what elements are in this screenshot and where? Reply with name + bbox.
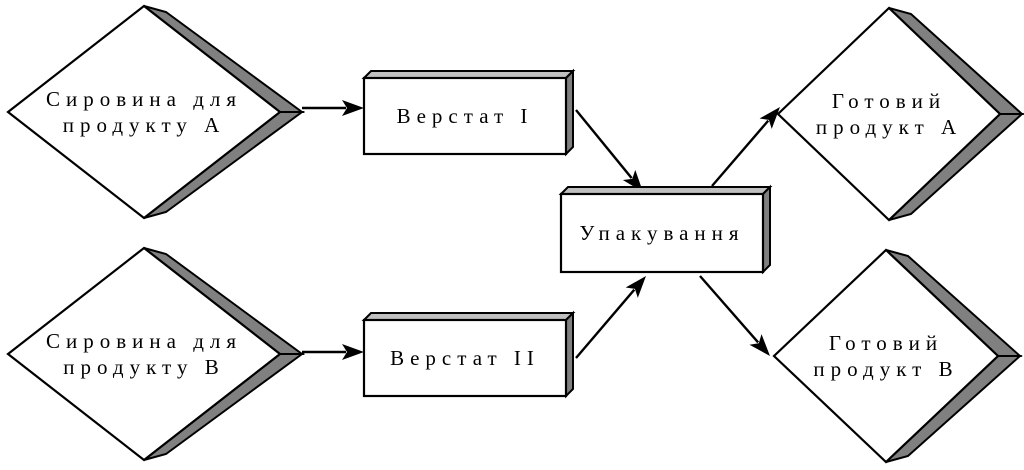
edges-layer [302, 100, 780, 360]
box-face [362, 76, 568, 156]
arrow-shaft [711, 119, 770, 187]
arrow-head [342, 100, 364, 116]
arrow-shaft [699, 275, 760, 344]
node-label-line: Сировина для [46, 87, 242, 111]
node-label-line: продукт А [816, 115, 962, 139]
node-label-line: Готовий [832, 89, 946, 113]
arrow-raw_b-to-machine_2 [302, 344, 364, 360]
box-face [559, 192, 765, 274]
box-face [362, 318, 568, 398]
node-label-line: продукт В [813, 357, 958, 381]
arrow-machine_2-to-packing [575, 276, 646, 359]
arrow-packing-to-product_b [699, 275, 770, 356]
arrow-head [625, 276, 646, 298]
arrow-raw_a-to-machine_1 [302, 100, 364, 116]
arrow-shaft [575, 288, 636, 359]
diamond-face [772, 248, 1000, 464]
node-label-line: Верстат ІІ [390, 346, 540, 370]
node-packing: Упакування [558, 184, 773, 275]
diamond-face [6, 4, 282, 220]
diamond-face [6, 246, 282, 462]
node-label-line: продукту А [63, 113, 226, 137]
node-machine-1: Верстат І [361, 68, 576, 157]
arrow-head [749, 334, 770, 356]
arrow-packing-to-product_a [711, 107, 780, 187]
node-label-line: Упакування [579, 221, 744, 245]
arrow-shaft [575, 109, 633, 179]
node-label-line: Готовий [829, 331, 943, 355]
arrow-head [759, 107, 780, 129]
node-label-line: продукту В [63, 355, 224, 379]
diamond-face [776, 6, 1002, 222]
node-label-line: Сировина для [46, 329, 242, 353]
arrow-head [342, 344, 364, 360]
node-label-line: Верстат І [397, 104, 534, 128]
node-machine-2: Верстат ІІ [361, 310, 576, 399]
